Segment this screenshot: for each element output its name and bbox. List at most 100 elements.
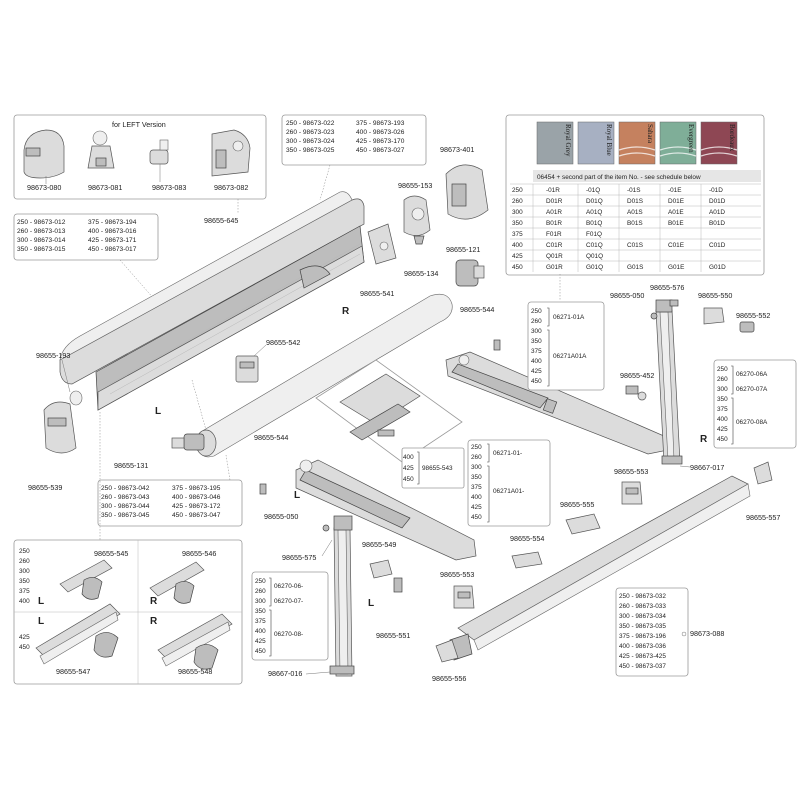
svg-text:98655-547: 98655-547 (56, 667, 90, 676)
part-98667-016: 98667-016 (268, 669, 331, 678)
letter-L-5: L (38, 616, 44, 627)
mounting-box: 250 260 300 350 375 400 425 450 98655-54… (13, 539, 243, 685)
svg-text:450: 450 (512, 264, 523, 271)
part-98655-549: 98655-549 (362, 540, 403, 593)
svg-text:375: 375 (19, 588, 30, 595)
part-98655-153: 98655-153 (398, 181, 432, 245)
svg-text:425 - 98673-170: 425 - 98673-170 (356, 138, 405, 145)
part-98655-050-right: 98655-050 (610, 291, 658, 320)
color-name-bordeaux: Bordeaux (728, 124, 736, 152)
svg-text:A01E: A01E (668, 209, 684, 216)
part-98655-541: 98655-541 (360, 223, 397, 298)
swatch-royal-blue (577, 121, 615, 165)
svg-text:350 - 98673-025: 350 - 98673-025 (286, 147, 335, 154)
bracket-543: 400 425 450 98655-543 (401, 447, 465, 489)
svg-text:425: 425 (403, 465, 414, 472)
svg-text:250: 250 (255, 578, 266, 585)
part-98673-080: 98673-080 (23, 129, 65, 192)
svg-text:-01D: -01D (709, 187, 723, 194)
svg-text:250: 250 (717, 366, 728, 373)
part-98655-550: 98655-550 (698, 291, 732, 325)
swatch-sahara (618, 121, 656, 165)
svg-text:300: 300 (717, 386, 728, 393)
swatch-royal-grey (536, 121, 574, 165)
svg-text:C01D: C01D (709, 242, 726, 249)
svg-text:98655-553: 98655-553 (614, 467, 648, 476)
svg-text:98655-556: 98655-556 (432, 674, 466, 683)
svg-text:300 - 98673-034: 300 - 98673-034 (619, 613, 666, 620)
svg-text:C01S: C01S (627, 242, 643, 249)
tube-size-box: 250 - 98673-042 260 - 98673-043 300 - 98… (97, 479, 243, 527)
svg-text:-01R: -01R (546, 187, 560, 194)
part-98655-553-right: 98655-553 (614, 467, 648, 505)
part-98655-134: 98655-134 (404, 269, 438, 278)
svg-text:A01S: A01S (627, 209, 643, 216)
svg-text:400: 400 (512, 242, 523, 249)
svg-text:375: 375 (255, 618, 266, 625)
part-98655-543-box (315, 359, 463, 463)
svg-text:450 - 98673-027: 450 - 98673-027 (356, 147, 405, 154)
svg-text:G01E: G01E (668, 264, 684, 271)
leg-right (655, 299, 683, 465)
svg-text:98673-401: 98673-401 (440, 145, 474, 154)
svg-text:260: 260 (717, 376, 728, 383)
svg-text:98655-050: 98655-050 (264, 512, 298, 521)
letter-L-3: L (368, 598, 374, 609)
svg-text:450 - 98673-047: 450 - 98673-047 (172, 512, 221, 519)
svg-text:400 - 98673-016: 400 - 98673-016 (88, 228, 137, 235)
svg-text:350: 350 (512, 220, 523, 227)
svg-text:D01E: D01E (668, 198, 684, 205)
svg-text:D01S: D01S (627, 198, 643, 205)
svg-text:400 - 98673-046: 400 - 98673-046 (172, 494, 221, 501)
part-98655-545: 98655-545 (59, 549, 128, 600)
svg-text:98655-050: 98655-050 (610, 291, 644, 300)
svg-text:98673-088: 98673-088 (690, 629, 724, 638)
color-table: Royal Grey Royal Blue Sahara Evergreen B… (505, 114, 765, 276)
svg-text:400 - 98673-026: 400 - 98673-026 (356, 129, 405, 136)
svg-text:375: 375 (717, 406, 728, 413)
svg-text:450: 450 (255, 648, 266, 655)
svg-text:260 - 98673-023: 260 - 98673-023 (286, 129, 335, 136)
svg-text:98655-539: 98655-539 (28, 483, 62, 492)
letter-L-4: L (38, 596, 44, 607)
svg-text:98655-553: 98655-553 (440, 570, 474, 579)
svg-text:375: 375 (531, 348, 542, 355)
svg-text:400: 400 (531, 358, 542, 365)
svg-text:350: 350 (19, 578, 30, 585)
svg-text:C01R: C01R (546, 242, 563, 249)
svg-text:375: 375 (471, 484, 482, 491)
svg-text:98667-016: 98667-016 (268, 669, 302, 678)
svg-text:450 - 98673-037: 450 - 98673-037 (619, 663, 666, 670)
svg-text:425: 425 (255, 638, 266, 645)
left-version-label: for LEFT Version (112, 120, 166, 129)
part-98655-576: 98655-576 (650, 283, 684, 307)
svg-text:375 - 98673-195: 375 - 98673-195 (172, 485, 221, 492)
svg-text:450: 450 (471, 514, 482, 521)
part-98655-552: 98655-552 (736, 311, 770, 333)
svg-text:98673-082: 98673-082 (214, 183, 248, 192)
svg-text:425: 425 (531, 368, 542, 375)
svg-text:98655-550: 98655-550 (698, 291, 732, 300)
svg-text:98655-546: 98655-546 (182, 549, 216, 558)
mounting-sizes-top: 250 260 300 350 375 400 (19, 548, 30, 605)
bracket-leg-right: 250 260 300 350 375 400 425 450 06270-06… (713, 359, 797, 449)
part-98655-551: 98655-551 (376, 631, 410, 640)
svg-text:250 - 98673-032: 250 - 98673-032 (619, 593, 666, 600)
svg-text:F01Q: F01Q (586, 231, 602, 238)
svg-text:300 - 98673-044: 300 - 98673-044 (101, 503, 150, 510)
svg-text:260 - 98673-033: 260 - 98673-033 (619, 603, 666, 610)
svg-text:98655-452: 98655-452 (620, 371, 654, 380)
cassette-profile (59, 191, 365, 411)
svg-text:D01D: D01D (709, 198, 726, 205)
svg-text:250: 250 (471, 444, 482, 451)
svg-text:98655-543: 98655-543 (422, 465, 453, 472)
svg-text:D01R: D01R (546, 198, 563, 205)
svg-text:400: 400 (403, 454, 414, 461)
svg-text:260: 260 (255, 588, 266, 595)
svg-text:450 - 98673-017: 450 - 98673-017 (88, 246, 137, 253)
svg-text:Q01Q: Q01Q (586, 253, 603, 260)
svg-text:98673-083: 98673-083 (152, 183, 186, 192)
svg-text:300: 300 (19, 568, 30, 575)
svg-text:425 - 98673-171: 425 - 98673-171 (88, 237, 137, 244)
svg-text:F01R: F01R (546, 231, 562, 238)
